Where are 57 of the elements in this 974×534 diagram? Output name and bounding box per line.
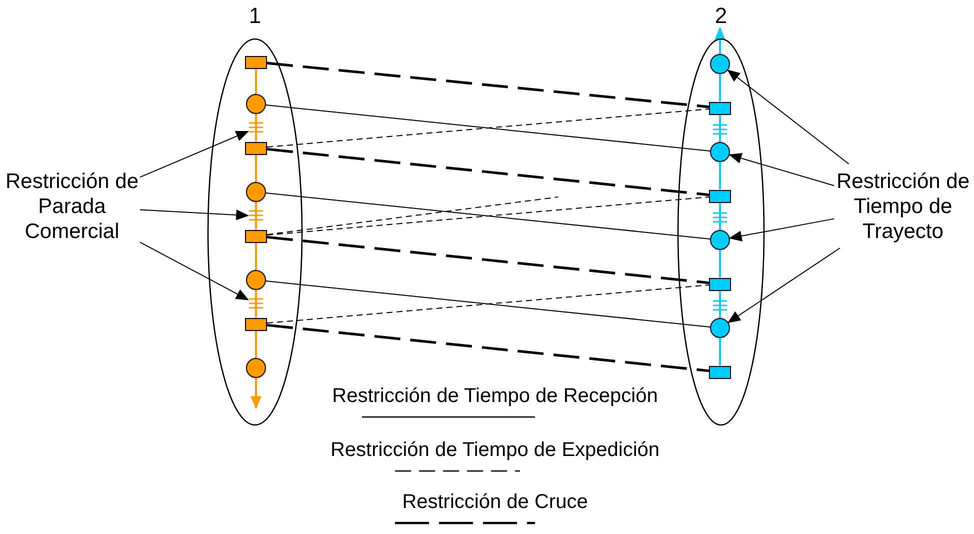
- connection-line: [266, 62, 710, 108]
- stop-circle: [710, 142, 730, 162]
- stop-circle: [710, 230, 730, 250]
- track-line: [719, 137, 721, 142]
- group-number: 1: [248, 4, 262, 28]
- track-line: [714, 26, 726, 54]
- legend-label: Restricción de Tiempo de Recepción: [331, 384, 659, 408]
- connection-line: [266, 196, 558, 236]
- connection-line: [266, 148, 710, 196]
- connection-line: [266, 236, 710, 284]
- track-line: [719, 290, 721, 299]
- track-line: [719, 313, 721, 318]
- leader-arrow: [140, 209, 250, 220]
- stop-circle: [246, 182, 266, 202]
- annotation-label: Restricción de Tiempo de Trayecto: [835, 168, 971, 244]
- track-line: [255, 68, 257, 94]
- annotation-label: Restricción de Parada Comercial: [4, 168, 140, 244]
- stop-circle: [710, 318, 730, 338]
- track-line: [255, 202, 257, 209]
- track-line: [719, 114, 721, 123]
- leader-arrow: [728, 218, 834, 242]
- stop-rect: [709, 102, 731, 114]
- stop-circle: [246, 94, 266, 114]
- stop-rect: [245, 142, 267, 154]
- legend-label: Restricción de Cruce: [401, 490, 589, 514]
- track-line: [719, 225, 721, 230]
- track-line: [255, 242, 257, 270]
- legend-label: Restricción de Tiempo de Expedición: [329, 438, 661, 462]
- track-line: [719, 162, 721, 190]
- stop-rect: [245, 56, 267, 68]
- leader-arrow: [727, 248, 840, 324]
- track-line: [719, 250, 721, 278]
- stop-rect: [245, 230, 267, 242]
- track-line: [719, 338, 721, 366]
- track-line: [250, 378, 262, 410]
- stop-circle: [246, 270, 266, 290]
- track-line: [255, 114, 257, 121]
- stop-rect: [709, 190, 731, 202]
- leader-arrow: [728, 153, 834, 186]
- stop-circle: [246, 358, 266, 378]
- track-line: [255, 330, 257, 358]
- track-line: [255, 290, 257, 297]
- stop-rect: [709, 278, 731, 290]
- leader-arrow: [727, 69, 850, 164]
- connection-line: [266, 324, 710, 372]
- stop-rect: [245, 318, 267, 330]
- track-line: [719, 74, 721, 102]
- leader-arrow: [140, 242, 249, 300]
- leader-arrow: [140, 130, 249, 178]
- track-line: [255, 311, 257, 318]
- track-line: [255, 135, 257, 142]
- track-line: [255, 154, 257, 182]
- track-line: [255, 223, 257, 230]
- stop-rect: [709, 366, 731, 378]
- group-number: 2: [714, 4, 728, 28]
- track-line: [719, 202, 721, 211]
- stop-circle: [710, 54, 730, 74]
